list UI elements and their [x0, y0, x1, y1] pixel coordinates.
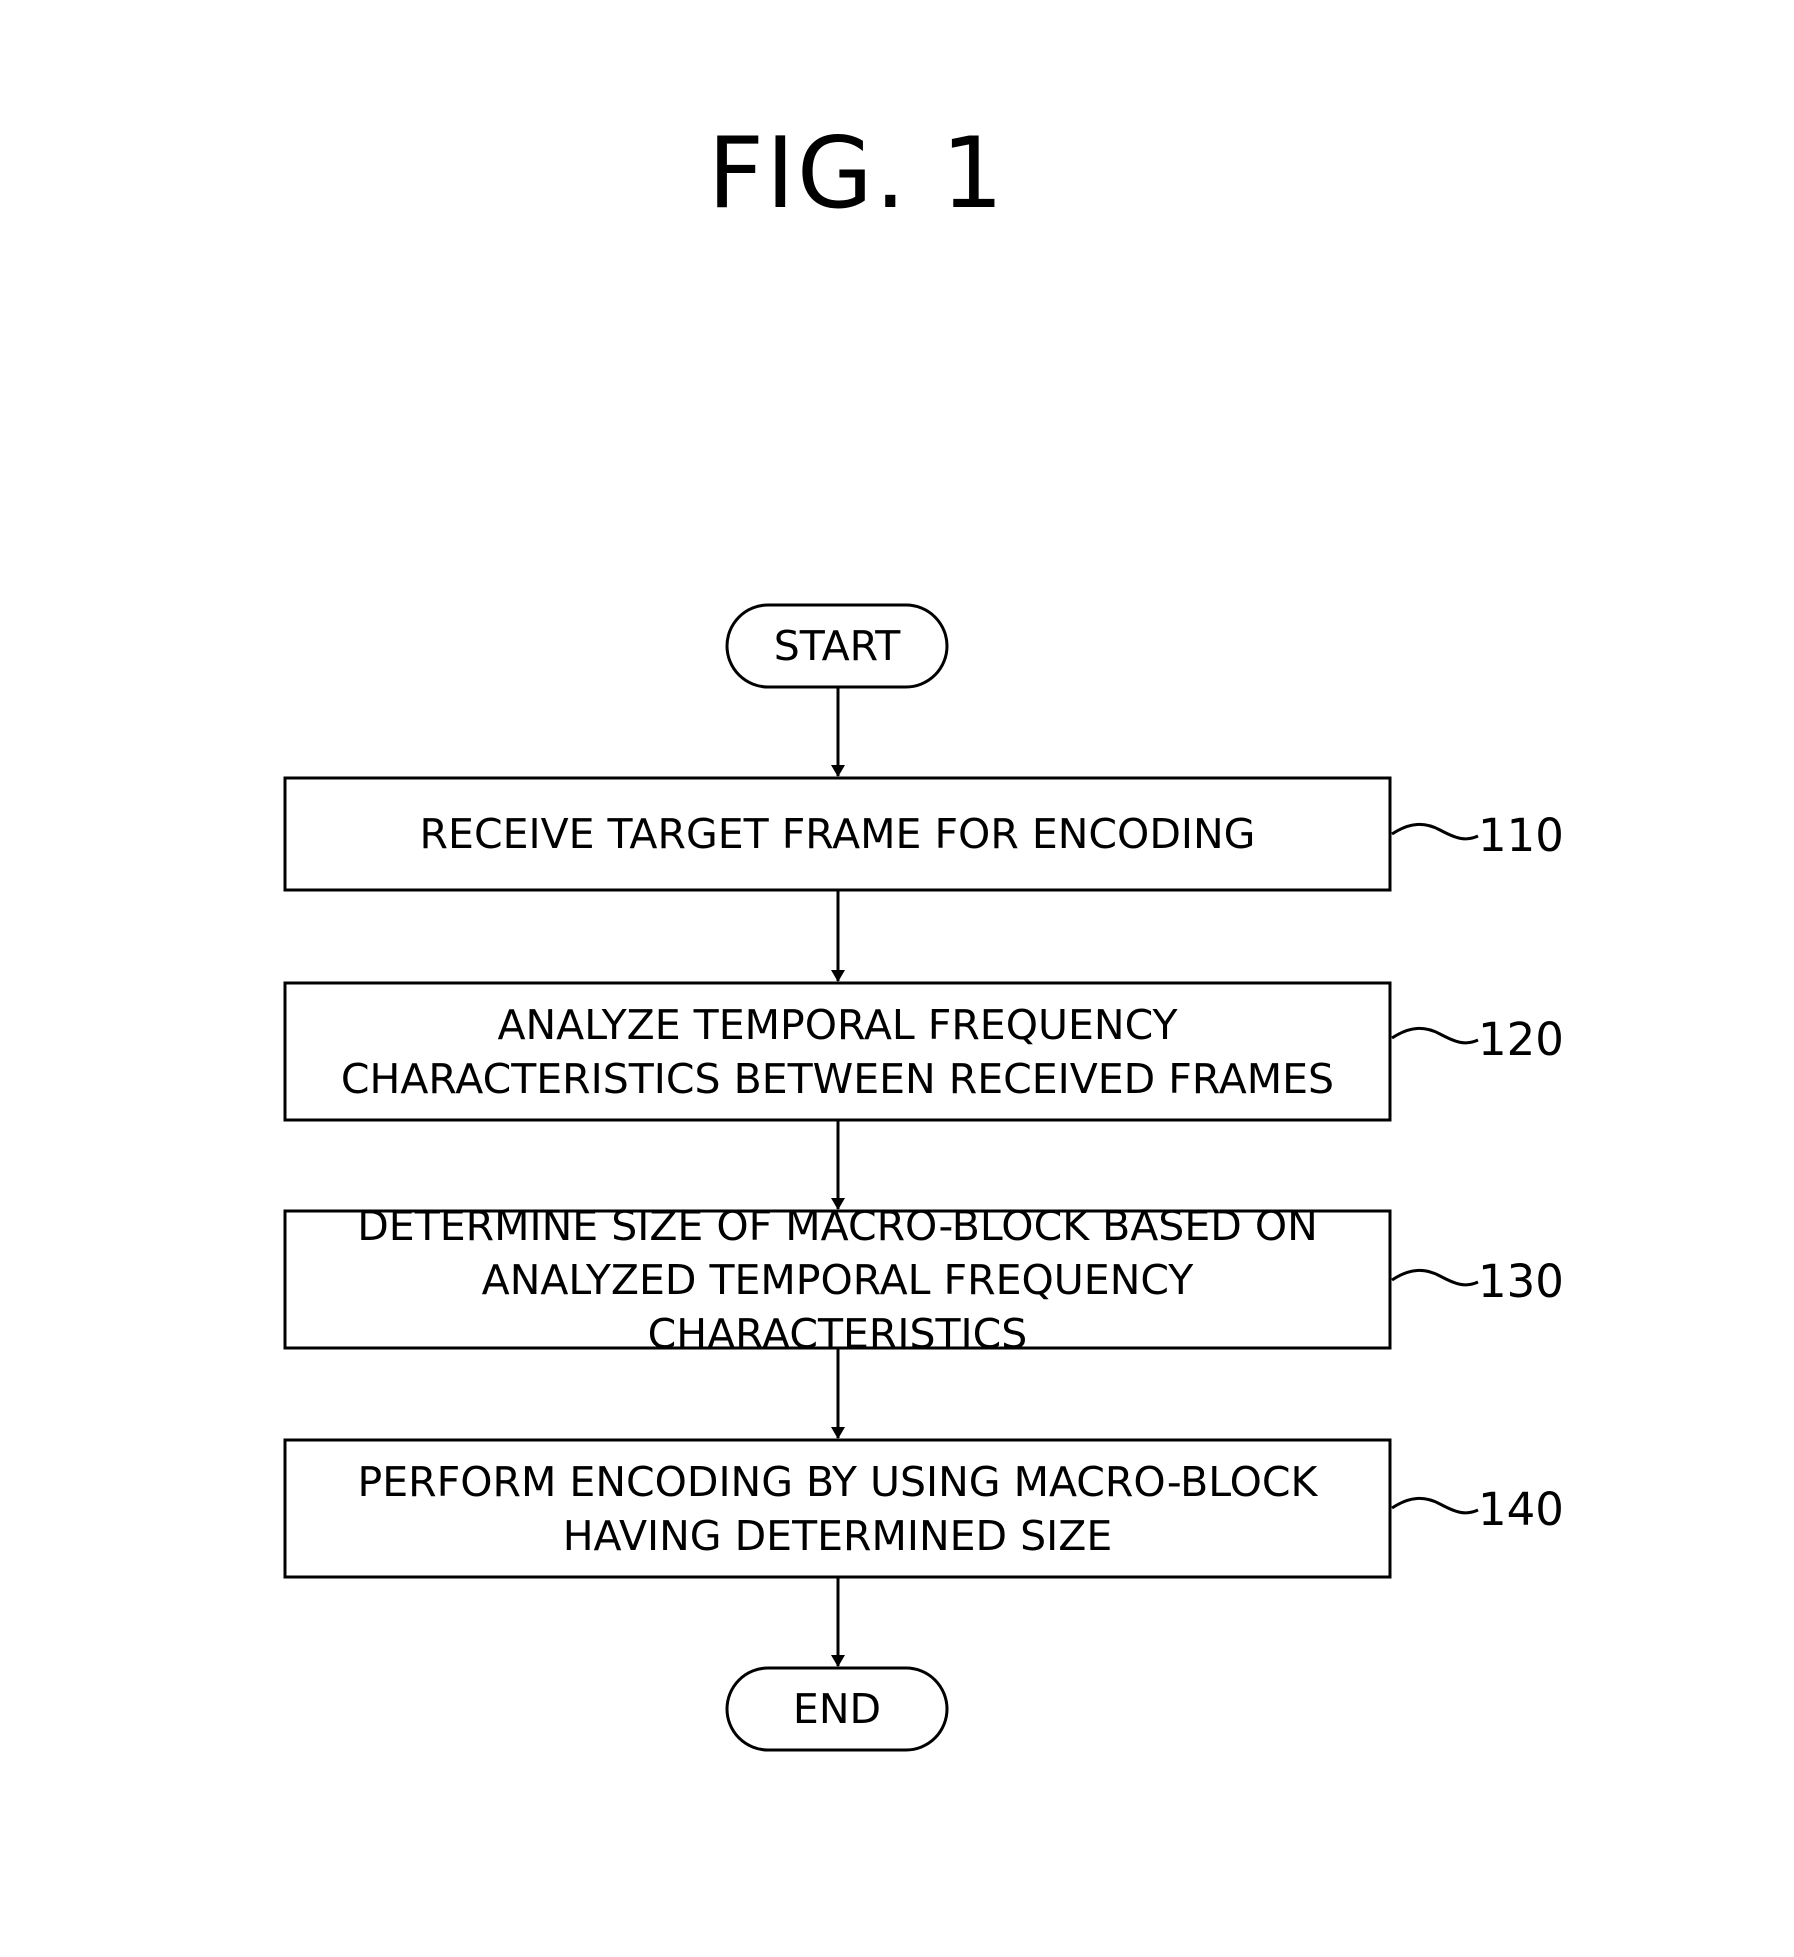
step-label-130: DETERMINE SIZE OF MACRO-BLOCK BASED ON A…: [290, 1213, 1385, 1346]
step-ref-110: 110: [1478, 813, 1564, 858]
ref-leader-110: [1392, 824, 1478, 838]
step-label-140: PERFORM ENCODING BY USING MACRO-BLOCK HA…: [290, 1442, 1385, 1575]
step-ref-120: 120: [1478, 1017, 1564, 1062]
step-label-120: ANALYZE TEMPORAL FREQUENCY CHARACTERISTI…: [290, 985, 1385, 1118]
ref-leader-130: [1392, 1270, 1478, 1284]
step-ref-130: 130: [1478, 1259, 1564, 1304]
ref-leader-140: [1392, 1498, 1478, 1512]
step-ref-140: 140: [1478, 1487, 1564, 1532]
step-label-110: RECEIVE TARGET FRAME FOR ENCODING: [290, 780, 1385, 888]
start-label: START: [727, 605, 947, 687]
end-label: END: [727, 1668, 947, 1750]
ref-leader-120: [1392, 1028, 1478, 1042]
